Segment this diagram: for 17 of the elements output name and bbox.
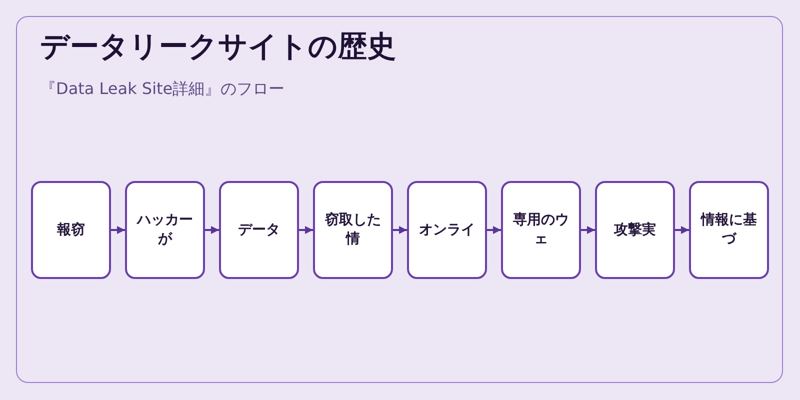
- process-box: 窃取した情: [313, 181, 393, 279]
- arrow: [111, 226, 125, 234]
- arrow: [393, 226, 407, 234]
- process-box: 攻撃実: [595, 181, 675, 279]
- process-box: 専用のウェ: [501, 181, 581, 279]
- process-box: 情報に基づ: [689, 181, 769, 279]
- arrow: [675, 226, 689, 234]
- process-box: ハッカーが: [125, 181, 205, 279]
- subtitle: 『Data Leak Site詳細』のフロー: [40, 78, 285, 100]
- process-box: オンライ: [407, 181, 487, 279]
- arrow: [205, 226, 219, 234]
- arrow: [299, 226, 313, 234]
- arrow: [581, 226, 595, 234]
- process-box: 報窃: [31, 181, 111, 279]
- process-box: データ: [219, 181, 299, 279]
- arrow: [487, 226, 501, 234]
- title: データリークサイトの歴史: [40, 28, 396, 65]
